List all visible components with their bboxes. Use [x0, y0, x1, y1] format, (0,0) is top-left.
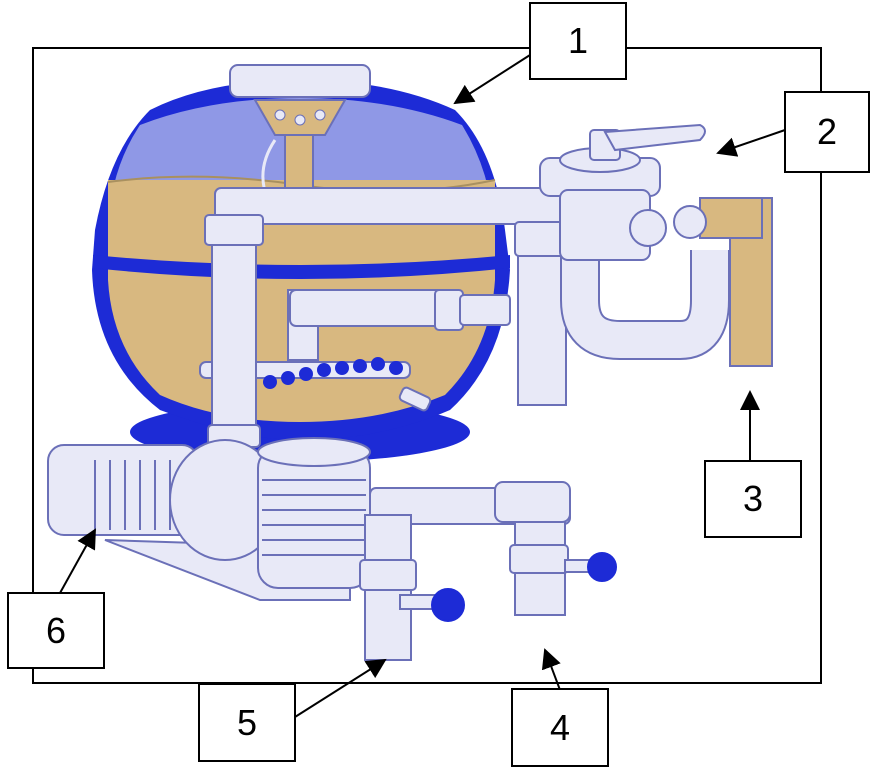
callout-6-label: 6	[45, 609, 67, 651]
diagram-frame	[32, 47, 822, 684]
callout-3-label: 3	[742, 478, 764, 519]
leader-arrow-6	[59, 528, 96, 594]
leader-arrow-1	[453, 54, 531, 105]
leader-arrow-5	[294, 658, 387, 718]
pump	[47, 437, 371, 601]
callout-1: 1	[529, 2, 627, 80]
suction-pipework	[359, 481, 617, 661]
callout-2: 2	[784, 91, 870, 173]
sand-filter-tank	[92, 64, 510, 462]
callout-5-label: 5	[236, 701, 258, 743]
leader-arrow-4	[541, 648, 561, 691]
multiport-valve	[539, 123, 707, 261]
filter-pipework	[204, 187, 773, 448]
callout-2-label: 2	[816, 111, 838, 152]
callout-4: 4	[511, 688, 609, 767]
callout-4-label: 4	[549, 706, 571, 748]
callout-6: 6	[7, 592, 105, 669]
callout-1-label: 1	[567, 20, 589, 61]
callout-5: 5	[198, 683, 296, 762]
callout-3: 3	[704, 460, 802, 538]
leader-arrow-2	[716, 129, 786, 157]
